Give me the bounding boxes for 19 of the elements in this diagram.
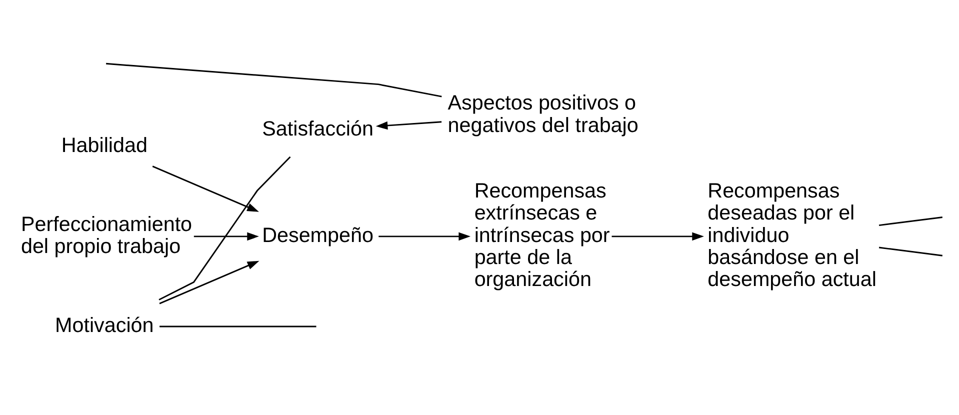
node-text: Habilidad — [61, 133, 148, 156]
arrow — [159, 260, 260, 304]
connector — [160, 325, 316, 327]
arrow — [152, 165, 259, 212]
connector — [106, 62, 442, 97]
node-text: Perfeccionamiento del propio trabajo — [20, 212, 192, 258]
arrow — [194, 232, 259, 240]
node-text: Aspectos positivos o negativos del trabajo — [448, 91, 638, 136]
node-text: Recompensas deseadas por el individuo basándose en el desempeño actual — [708, 179, 876, 291]
connector — [878, 216, 942, 226]
node-text: Satisfacción — [262, 117, 374, 140]
node-text: Recompensas extrínsecas e intrínsecas por parte de la organización — [474, 179, 610, 291]
node-text: Motivación — [55, 313, 154, 336]
arrow — [612, 232, 704, 240]
connector — [158, 156, 291, 300]
arrow — [376, 120, 442, 130]
node-text: Desempeño — [262, 223, 374, 246]
connector — [878, 246, 942, 256]
arrow — [378, 232, 470, 240]
